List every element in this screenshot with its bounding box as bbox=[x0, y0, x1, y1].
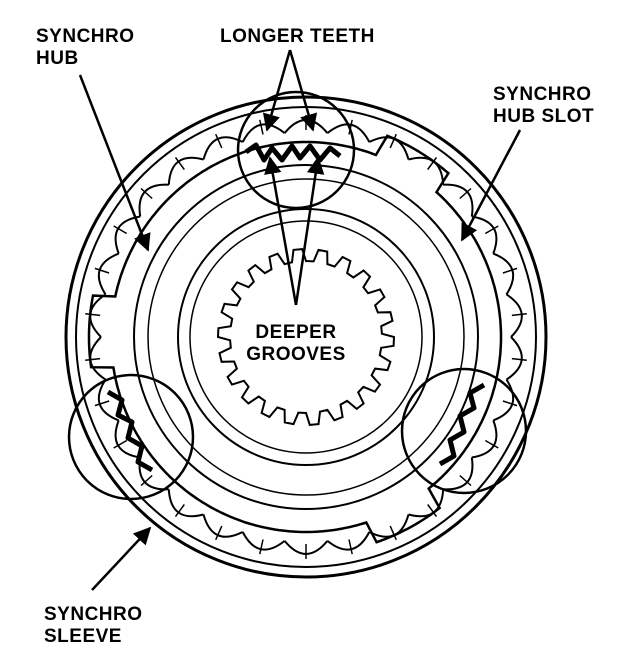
sleeve-tooth-tip bbox=[215, 525, 223, 541]
sleeve-tooth bbox=[167, 156, 204, 185]
sleeve-tooth bbox=[492, 379, 515, 422]
sleeve-tooth bbox=[241, 123, 286, 143]
sleeve-tooth-tip bbox=[113, 439, 128, 449]
sleeve-tooth bbox=[443, 183, 474, 217]
sleeve-tooth-tip bbox=[502, 400, 518, 407]
sleeve-tooth bbox=[326, 531, 371, 551]
arrow-longer-teeth-right bbox=[288, 49, 318, 132]
sleeve-tooth bbox=[202, 514, 244, 538]
sleeve-tooth bbox=[138, 457, 169, 491]
sleeve-tooth bbox=[408, 156, 445, 185]
sleeve-tooth-tip bbox=[459, 474, 472, 487]
synchro-hub-body bbox=[87, 134, 503, 544]
label-deeper-grooves: DEEPER GROOVES bbox=[246, 322, 346, 365]
sleeve-tooth-tip bbox=[259, 119, 264, 135]
sleeve-tooth bbox=[241, 531, 286, 551]
arrow-synchro-hub bbox=[78, 74, 151, 252]
sleeve-tooth-tip bbox=[113, 225, 128, 235]
detail-circle-top bbox=[236, 90, 356, 210]
sleeve-tooth-tip bbox=[511, 313, 527, 317]
sleeve-tooth bbox=[471, 420, 498, 459]
label-synchro-hub: SYNCHRO HUB bbox=[36, 26, 135, 69]
sleeve-tooth-tip bbox=[502, 267, 518, 274]
sleeve-tooth-tip bbox=[348, 539, 353, 555]
sleeve-tooth-tip bbox=[94, 400, 110, 407]
sleeve-tooth-tip bbox=[484, 225, 499, 235]
hub-ring-2 bbox=[147, 178, 465, 496]
arrow-synchro-sleeve bbox=[91, 526, 152, 591]
sleeve-tooth-tip bbox=[140, 187, 153, 200]
hub-ring-4 bbox=[189, 220, 423, 454]
sleeve-tooth-tip bbox=[389, 525, 397, 541]
sleeve-tooth bbox=[368, 514, 410, 538]
sleeve-tooth-tip bbox=[259, 539, 264, 555]
sleeve-tooth-tip bbox=[85, 357, 101, 361]
label-synchro-sleeve: SYNCHRO SLEEVE bbox=[44, 604, 143, 647]
detail-circle-left bbox=[67, 373, 195, 501]
sleeve-tooth-tip bbox=[427, 156, 438, 170]
sleeve-tooth-tip bbox=[174, 156, 185, 170]
sleeve-tooth bbox=[97, 252, 120, 295]
sleeve-tooth bbox=[167, 489, 204, 518]
arrow-deeper-grooves-right bbox=[294, 156, 325, 306]
hub-ring-1 bbox=[133, 164, 479, 510]
detail-circle-right bbox=[400, 367, 528, 495]
arrow-hub-slot bbox=[460, 129, 522, 242]
sleeve-tooth-tip bbox=[94, 267, 110, 274]
sleeve-outer-ring bbox=[64, 95, 548, 579]
sleeve-tooth-tip bbox=[215, 133, 223, 149]
sleeve-tooth-tip bbox=[140, 474, 153, 487]
sleeve-tooth bbox=[492, 252, 515, 295]
arrow-longer-teeth-left bbox=[262, 49, 292, 132]
engaged-teeth-right bbox=[438, 382, 486, 467]
arrow-deeper-grooves-left bbox=[264, 156, 298, 306]
engaged-teeth-top bbox=[244, 142, 342, 163]
sleeve-tooth-tip bbox=[427, 504, 438, 518]
sleeve-tooth bbox=[471, 215, 498, 254]
sleeve-tooth bbox=[138, 183, 169, 217]
sleeve-tooth-tip bbox=[85, 313, 101, 317]
label-synchro-hub-slot: SYNCHRO HUB SLOT bbox=[493, 84, 595, 127]
sleeve-tooth-tip bbox=[459, 187, 472, 200]
label-longer-teeth: LONGER TEETH bbox=[220, 26, 375, 47]
hub-ring-3 bbox=[177, 208, 435, 466]
sleeve-tooth bbox=[368, 136, 410, 160]
engaged-teeth-left bbox=[106, 389, 154, 473]
sleeve-tooth-tip bbox=[484, 439, 499, 449]
splined-bore bbox=[216, 248, 396, 426]
sleeve-tooth-tip bbox=[389, 133, 397, 149]
sleeve-tooth-tip bbox=[174, 504, 185, 518]
sleeve-tooth-tip bbox=[511, 357, 527, 361]
